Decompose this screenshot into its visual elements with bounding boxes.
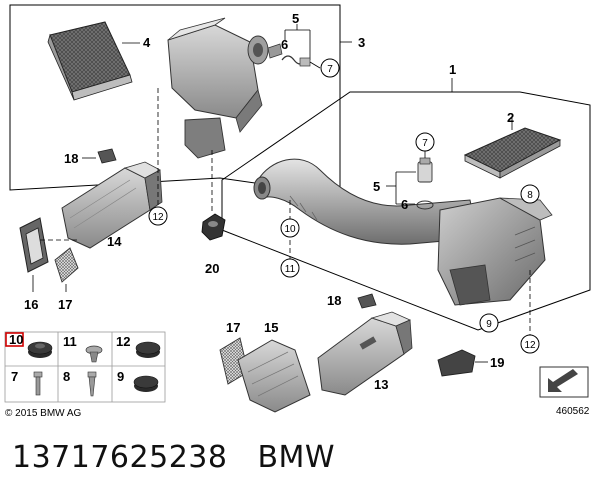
callout-19: 19 [490,355,504,370]
sensor-group-top [281,24,321,69]
circled-7-top: 7 [327,64,333,75]
duct-part-13 [317,311,413,396]
grid-label-8: 8 [63,369,70,384]
air-filter-element-part-4 [47,21,140,101]
clip-part-18-left [82,148,117,164]
callout-18-left: 18 [64,151,78,166]
callout-4: 4 [143,35,151,50]
callout-17-left: 17 [58,297,72,312]
callout-16: 16 [24,297,38,312]
circled-12-left: 12 [152,212,164,223]
callout-5-right: 5 [373,179,380,194]
grommet-part-20 [201,213,226,241]
callout-13: 13 [374,377,388,392]
part-caption: 13717625238 BMW [12,440,335,475]
grid-label-11: 11 [63,334,77,349]
bracket-part-19 [437,349,488,377]
circled-10: 10 [284,224,296,235]
intake-silencer-upper-part-3 [167,17,283,159]
sensor-group-right [386,150,434,210]
brand-name: BMW [257,440,336,475]
grid-label-12: 12 [116,334,130,349]
callout-17-lower: 17 [226,320,240,335]
highlight-box [5,332,24,347]
callout-15: 15 [264,320,278,335]
direction-arrow-icon [539,366,589,398]
assembly-1-frame [221,78,591,331]
circled-11: 11 [285,264,296,275]
circled-12-right: 12 [524,340,536,351]
callout-20: 20 [205,261,219,276]
callout-18-lower: 18 [327,293,341,308]
part-number: 13717625238 [12,440,228,475]
air-filter-element-part-2 [463,118,562,179]
callout-2: 2 [507,110,514,125]
diagram-id: 460562 [556,406,590,417]
callout-6-top: 6 [281,37,288,52]
circled-9: 9 [486,319,492,330]
callout-6-right: 6 [401,197,408,212]
parts-diagram: 1 2 3 4 5 5 6 6 13 14 15 16 17 17 18 18 … [4,4,591,419]
circled-7-right: 7 [422,138,428,149]
callout-14: 14 [107,234,122,249]
clip-part-18-lower [357,293,377,309]
seal-part-16 [19,217,49,292]
callout-5-top: 5 [292,11,299,26]
grid-label-7: 7 [11,369,18,384]
copyright-text: © 2015 BMW AG [5,408,82,419]
grid-label-9: 9 [117,369,124,384]
duct-part-15 [237,339,311,413]
grid-label-10: 10 [9,332,23,347]
dashed-leader-lines [40,88,531,335]
circled-8: 8 [527,190,533,201]
callout-1: 1 [449,62,456,77]
mesh-part-17-left [54,247,79,292]
callout-3: 3 [358,35,365,50]
intake-silencer-assembly-part-1 [253,158,553,306]
fastener-grid [4,331,166,403]
circled-callouts: 7 7 8 9 10 11 12 12 [148,58,540,354]
